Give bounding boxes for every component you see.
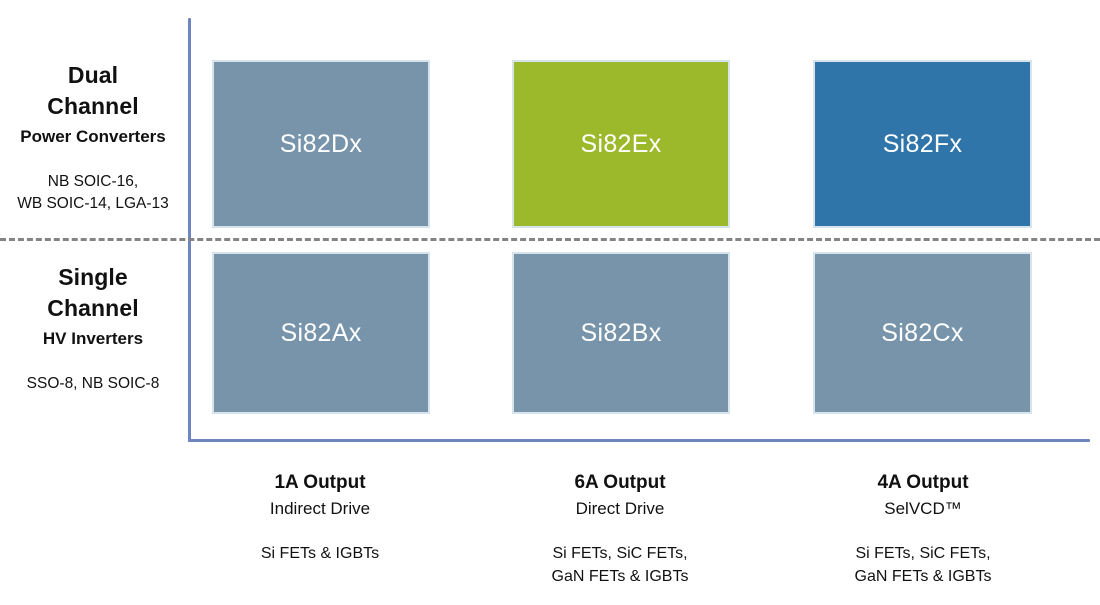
row-packages-line1: NB SOIC-16,: [47, 173, 139, 190]
column-subtitle: SelVCD™: [884, 499, 962, 518]
product-box-si82ax[interactable]: Si82Ax: [212, 252, 430, 414]
product-box-si82ex[interactable]: Si82Ex: [512, 60, 730, 228]
row-title-line1: Single: [58, 264, 128, 290]
row-label-single-channel: Single Channel HV Inverters SSO-8, NB SO…: [0, 262, 186, 395]
vertical-axis-line: [188, 18, 191, 442]
product-box-label: Si82Bx: [580, 319, 662, 347]
column-devices-line1: Si FETs, SiC FETs,: [552, 545, 688, 562]
product-box-si82cx[interactable]: Si82Cx: [813, 252, 1032, 414]
column-subtitle: Indirect Drive: [269, 499, 371, 518]
row-label-dual-channel: Dual Channel Power Converters NB SOIC-16…: [0, 60, 186, 215]
product-box-si82fx[interactable]: Si82Fx: [813, 60, 1032, 228]
product-box-label: Si82Dx: [279, 130, 363, 158]
product-box-label: Si82Ax: [280, 319, 362, 347]
row-divider-dashed-line: [0, 238, 1100, 241]
row-packages-line2: WB SOIC-14, LGA-13: [17, 195, 169, 212]
column-devices: Si FETs, SiC FETs, GaN FETs & IGBTs: [500, 542, 740, 588]
column-devices: Si FETs & IGBTs: [200, 542, 440, 565]
row-subtitle: HV Inverters: [42, 329, 144, 348]
product-box-si82bx[interactable]: Si82Bx: [512, 252, 730, 414]
column-subtitle: Direct Drive: [575, 499, 665, 518]
product-box-label: Si82Cx: [881, 319, 964, 347]
column-title: 4A Output: [877, 472, 969, 493]
row-packages-line1: SSO-8, NB SOIC-8: [26, 375, 160, 392]
row-title-line2: Channel: [47, 295, 139, 321]
column-label-1a-output: 1A Output Indirect Drive Si FETs & IGBTs: [200, 470, 440, 565]
row-packages: NB SOIC-16, WB SOIC-14, LGA-13: [0, 171, 186, 215]
product-box-si82dx[interactable]: Si82Dx: [212, 60, 430, 228]
row-packages: SSO-8, NB SOIC-8: [0, 373, 186, 395]
column-title: 6A Output: [574, 472, 666, 493]
column-devices-line1: Si FETs, SiC FETs,: [855, 545, 991, 562]
column-devices-line2: GaN FETs & IGBTs: [551, 568, 689, 585]
product-box-label: Si82Ex: [580, 130, 662, 158]
row-title-line1: Dual: [67, 62, 119, 88]
column-devices-line1: Si FETs & IGBTs: [260, 545, 380, 562]
product-box-label: Si82Fx: [882, 130, 963, 158]
row-subtitle: Power Converters: [20, 127, 166, 146]
column-label-4a-output: 4A Output SelVCD™ Si FETs, SiC FETs, GaN…: [803, 470, 1043, 588]
column-devices-line2: GaN FETs & IGBTs: [854, 568, 992, 585]
column-devices: Si FETs, SiC FETs, GaN FETs & IGBTs: [803, 542, 1043, 588]
column-title: 1A Output: [274, 472, 366, 493]
row-title-line2: Channel: [47, 93, 139, 119]
column-label-6a-output: 6A Output Direct Drive Si FETs, SiC FETs…: [500, 470, 740, 588]
horizontal-axis-line: [188, 439, 1090, 442]
